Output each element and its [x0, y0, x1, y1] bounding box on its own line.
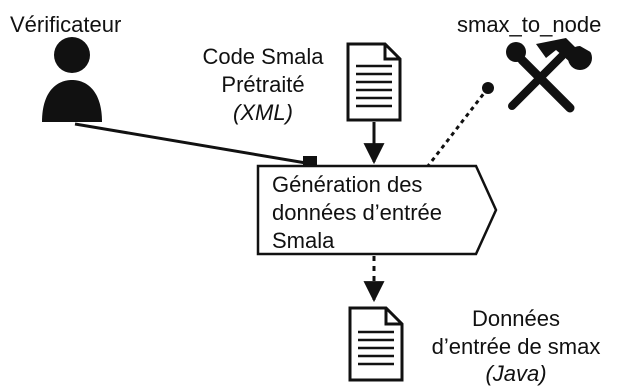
input-label-line3: (XML) — [233, 100, 293, 125]
input-label-line2: Prétraité — [221, 72, 305, 97]
tool-connector — [426, 87, 490, 167]
hammer-wrench-icon — [506, 38, 594, 113]
tool-label: smax_to_node — [457, 12, 602, 37]
process-label-line3: Smala — [272, 228, 335, 253]
process-shape — [256, 164, 498, 256]
input-document-icon — [346, 42, 402, 122]
person-icon — [42, 37, 102, 122]
output-label-line2: d’entrée de smax — [431, 334, 601, 359]
input-label-line1: Code Smala — [202, 44, 324, 69]
process-label-line2: données d’entrée — [272, 200, 443, 225]
output-label-line1: Données — [471, 306, 561, 331]
tool-connector-dot — [482, 82, 494, 94]
actor-label: Vérificateur — [10, 12, 122, 37]
actor-connector — [74, 122, 313, 166]
process-label-line1: Génération des — [272, 172, 423, 197]
output-document-icon — [348, 306, 404, 382]
output-label-line3: (Java) — [485, 361, 547, 386]
